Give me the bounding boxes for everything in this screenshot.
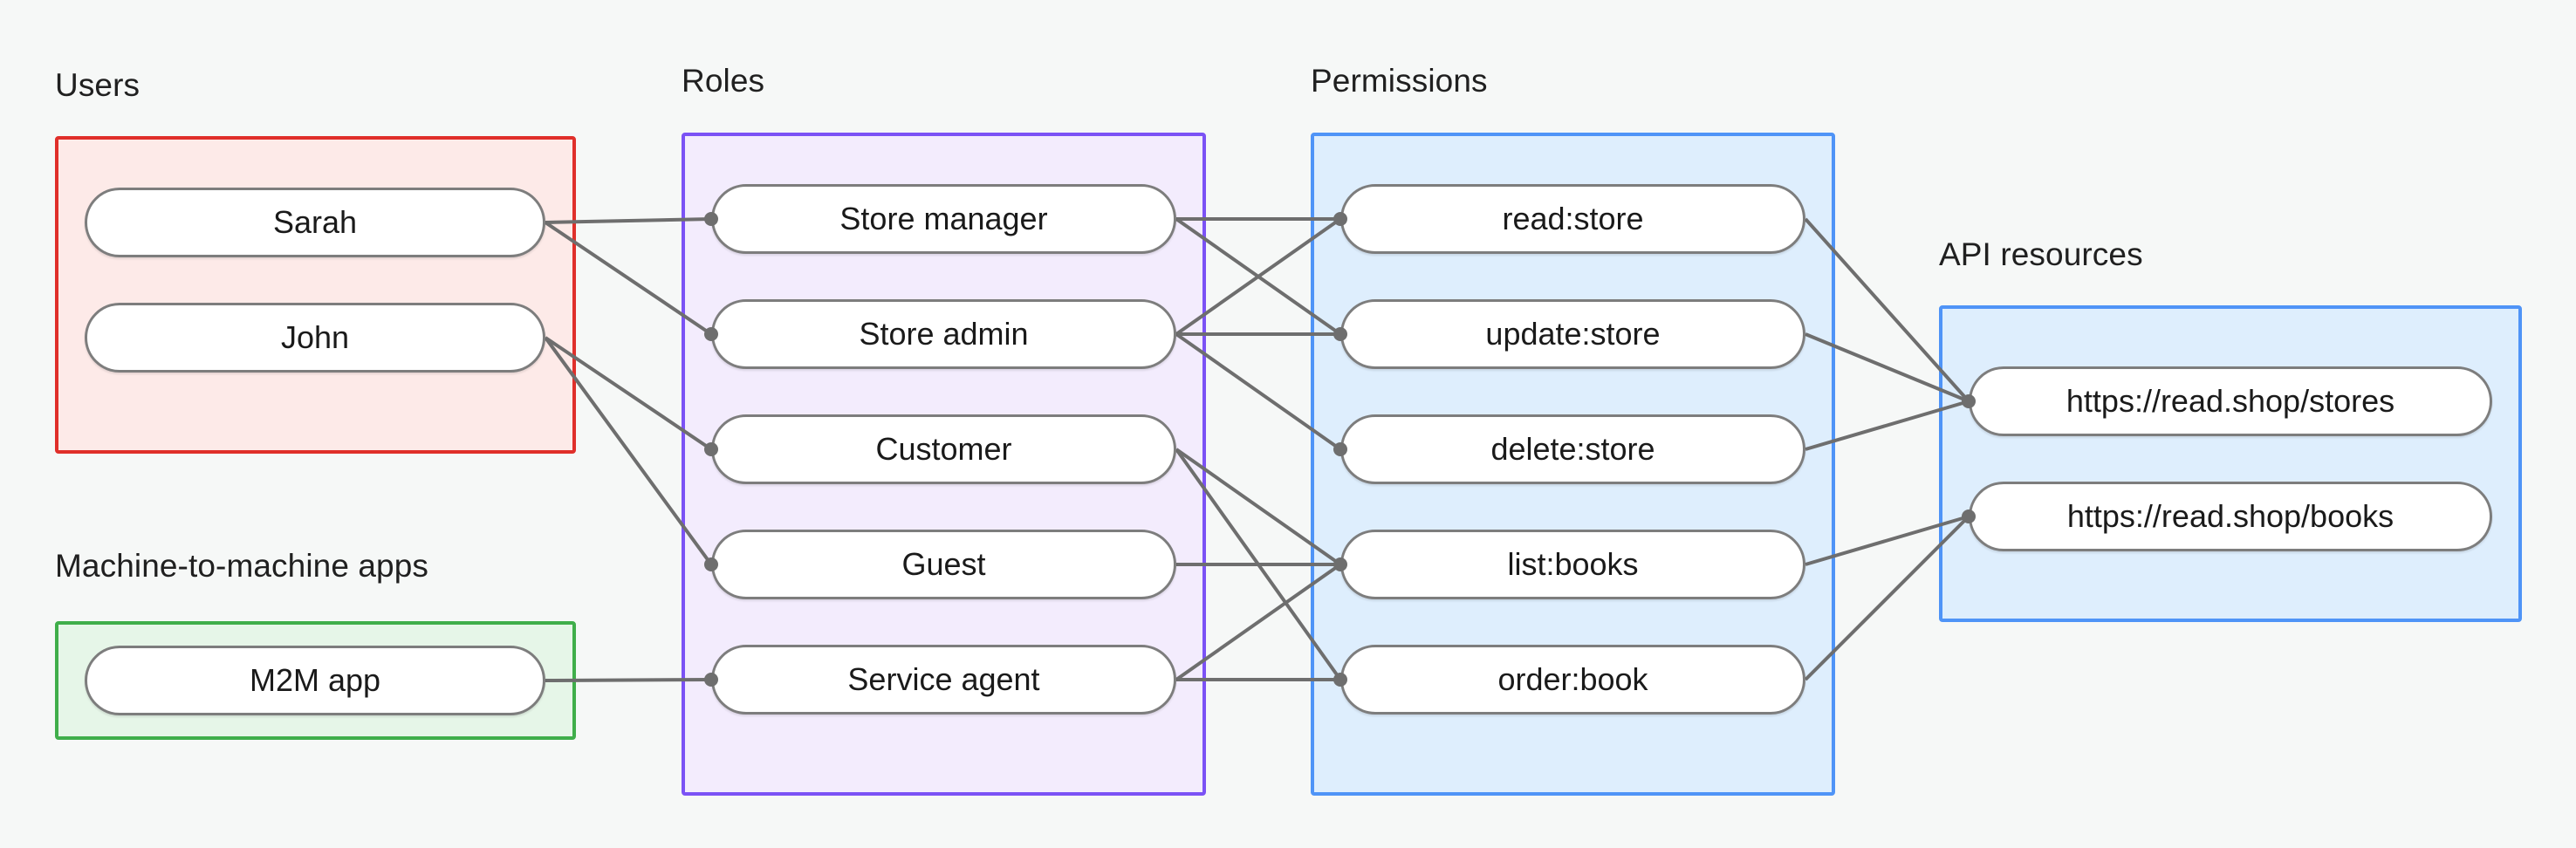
group-label-roles: Roles	[682, 63, 765, 99]
node-store-admin[interactable]: Store admin	[711, 299, 1176, 369]
port-update-store[interactable]	[1333, 327, 1347, 341]
group-box-users	[55, 136, 576, 454]
port-store-manager[interactable]	[704, 212, 718, 226]
port-store-admin[interactable]	[704, 327, 718, 341]
node-service-agent[interactable]: Service agent	[711, 645, 1176, 715]
node-customer[interactable]: Customer	[711, 414, 1176, 484]
port-order-book[interactable]	[1333, 673, 1347, 687]
node-m2m-app[interactable]: M2M app	[85, 646, 545, 715]
port-guest[interactable]	[704, 557, 718, 571]
node-sarah[interactable]: Sarah	[85, 188, 545, 257]
group-label-users: Users	[55, 67, 140, 103]
node-john[interactable]: John	[85, 303, 545, 373]
port-delete-store[interactable]	[1333, 442, 1347, 456]
node-order-book[interactable]: order:book	[1340, 645, 1805, 715]
node-store-manager[interactable]: Store manager	[711, 184, 1176, 254]
node-res-stores[interactable]: https://read.shop/stores	[1969, 366, 2492, 436]
node-list-books[interactable]: list:books	[1340, 530, 1805, 599]
node-guest[interactable]: Guest	[711, 530, 1176, 599]
node-res-books[interactable]: https://read.shop/books	[1969, 482, 2492, 551]
port-customer[interactable]	[704, 442, 718, 456]
port-res-stores[interactable]	[1962, 394, 1976, 408]
group-label-api-resources: API resources	[1939, 236, 2143, 272]
port-list-books[interactable]	[1333, 557, 1347, 571]
port-service-agent[interactable]	[704, 673, 718, 687]
port-read-store[interactable]	[1333, 212, 1347, 226]
node-delete-store[interactable]: delete:store	[1340, 414, 1805, 484]
node-read-store[interactable]: read:store	[1340, 184, 1805, 254]
group-box-api-resources	[1939, 305, 2522, 622]
group-label-permissions: Permissions	[1311, 63, 1488, 99]
node-update-store[interactable]: update:store	[1340, 299, 1805, 369]
group-label-m2m: Machine-to-machine apps	[55, 548, 429, 584]
port-res-books[interactable]	[1962, 509, 1976, 523]
